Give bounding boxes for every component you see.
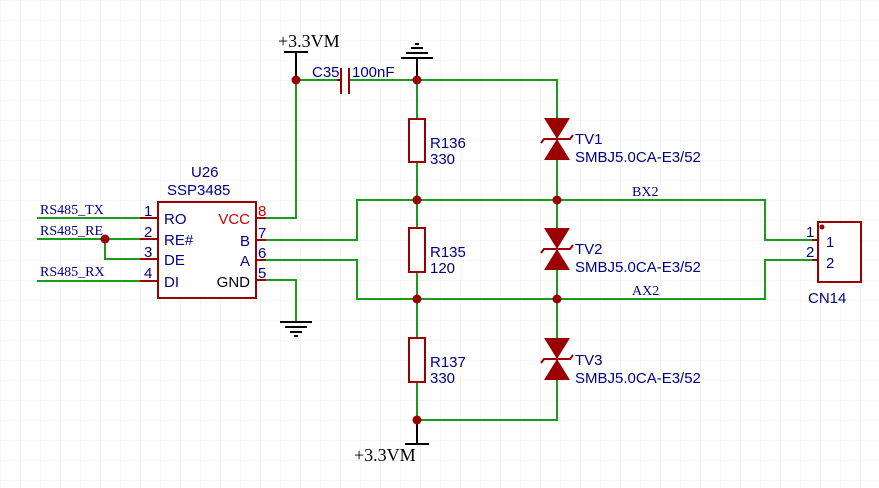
r137-value: 330: [430, 370, 455, 387]
tv2-ref: TV2: [575, 241, 603, 258]
u26-pin6-num: 6: [258, 245, 266, 262]
r136-value: 330: [430, 151, 455, 168]
u26-ref: U26: [191, 164, 219, 181]
wire-gnd: [265, 279, 297, 323]
cn14-ref: CN14: [808, 290, 846, 307]
net-label-re: RS485_RE: [40, 224, 103, 239]
junction-b-tv: [552, 195, 562, 205]
cn14-pin2-num: 2: [806, 244, 814, 261]
power-label-top: +3.3VM: [278, 31, 340, 51]
u26-pin7-name: B: [240, 233, 250, 250]
power-label-bottom: +3.3VM: [354, 445, 416, 465]
u26-pin3-num: 3: [144, 244, 152, 261]
u26-pin1-num: 1: [144, 203, 152, 220]
u26-pin1-name: RO: [164, 211, 187, 228]
junction-a-tv: [552, 294, 562, 304]
junction-rail-r: [412, 75, 422, 85]
power-symbol-top: [284, 51, 308, 80]
r136-ref: R136: [430, 135, 466, 152]
u26-pin7-num: 7: [258, 225, 266, 242]
tvs-tv2: [540, 228, 574, 270]
c35-ref: C35: [312, 64, 340, 81]
u26-pin6-name: A: [240, 253, 250, 270]
r135-value: 120: [430, 260, 455, 277]
u26-pin5-name: GND: [217, 274, 251, 291]
junction-vcc: [291, 75, 301, 85]
u26-pin2-name: RE#: [164, 232, 194, 249]
connector-cn14: [812, 221, 862, 283]
u26-pin8-name: VCC: [218, 211, 250, 228]
junction-a-r: [412, 294, 422, 304]
u26-pin4-name: DI: [164, 274, 179, 291]
junction-bottom: [412, 415, 422, 425]
resistor-r135: [408, 227, 426, 273]
cn14-pin1-name: 1: [826, 234, 834, 251]
tv2-part: SMBJ5.0CA-E3/52: [575, 259, 701, 276]
junctions: [100, 75, 562, 425]
net-label-bx2: BX2: [632, 185, 658, 200]
u26-pin2-num: 2: [144, 224, 152, 241]
u26-body: [140, 201, 266, 299]
ground-symbol-u26: [280, 321, 312, 337]
wire-de: [104, 238, 141, 260]
r135-ref: R135: [430, 244, 466, 261]
tvs-tv3: [540, 338, 574, 380]
capacitor-c35: [337, 68, 350, 94]
tv1-part: SMBJ5.0CA-E3/52: [575, 149, 701, 166]
r137-ref: R137: [430, 354, 466, 371]
u26-pin3-name: DE: [164, 252, 185, 269]
wire-vcc: [265, 79, 338, 219]
junction-re-de: [100, 234, 110, 244]
tv3-part: SMBJ5.0CA-E3/52: [575, 370, 701, 387]
resistor-r137: [408, 337, 426, 383]
tv1-ref: TV1: [575, 131, 603, 148]
wires: [37, 79, 813, 421]
u26-part: SSP3485: [167, 182, 230, 199]
u26-pin8-num: 8: [258, 203, 266, 220]
cn14-pin2-name: 2: [826, 255, 834, 272]
u26-pin4-num: 4: [144, 265, 152, 282]
junction-b-r: [412, 195, 422, 205]
cn14-pin1-num: 1: [806, 224, 814, 241]
c35-value: 100nF: [352, 64, 395, 81]
net-label-tx: RS485_TX: [40, 203, 104, 218]
net-label-ax2: AX2: [632, 284, 659, 299]
u26-pin5-num: 5: [258, 265, 266, 282]
net-label-rx: RS485_RX: [40, 265, 105, 280]
tvs-tv1: [540, 118, 574, 160]
resistor-r136: [408, 118, 426, 163]
tv3-ref: TV3: [575, 352, 603, 369]
